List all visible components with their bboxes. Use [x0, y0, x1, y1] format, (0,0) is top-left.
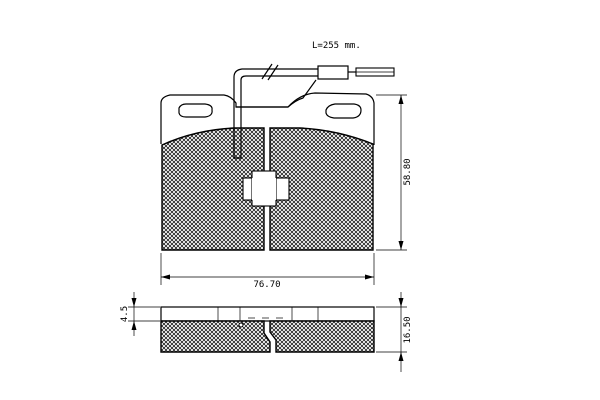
side-sensor-dot: [238, 322, 244, 328]
total-thickness-label: 16.50: [403, 316, 413, 343]
wire-plate-link: [236, 79, 317, 108]
total-thickness-dimension: 16.50: [376, 292, 413, 372]
backplate-thickness-label: 4.5: [120, 306, 130, 322]
backplate-thickness-dimension: 4.5: [120, 292, 160, 336]
height-label: 58.80: [403, 158, 413, 185]
side-friction-left: [160, 320, 271, 353]
cable-length-label: L=255 mm.: [312, 41, 361, 51]
right-ear-slot: [325, 103, 362, 119]
sensor-wire: [233, 68, 318, 148]
side-view: [160, 306, 375, 353]
sensor-wire-inner: [240, 75, 318, 148]
connector-body: [317, 65, 349, 80]
friction-right-half: [269, 127, 374, 251]
wire-break-mark-1: [261, 63, 273, 80]
side-friction-right: [269, 320, 375, 353]
width-label: 76.70: [253, 280, 280, 290]
side-backing-plate: [160, 306, 375, 322]
width-dimension: 76.70: [160, 253, 375, 290]
front-view: [160, 63, 395, 251]
wire-break-mark-2: [267, 64, 279, 81]
left-ear-slot: [178, 103, 213, 118]
wear-indicator-inner: [252, 178, 276, 200]
sensor-tip: [233, 148, 242, 159]
height-dimension: 58.80: [376, 94, 413, 251]
